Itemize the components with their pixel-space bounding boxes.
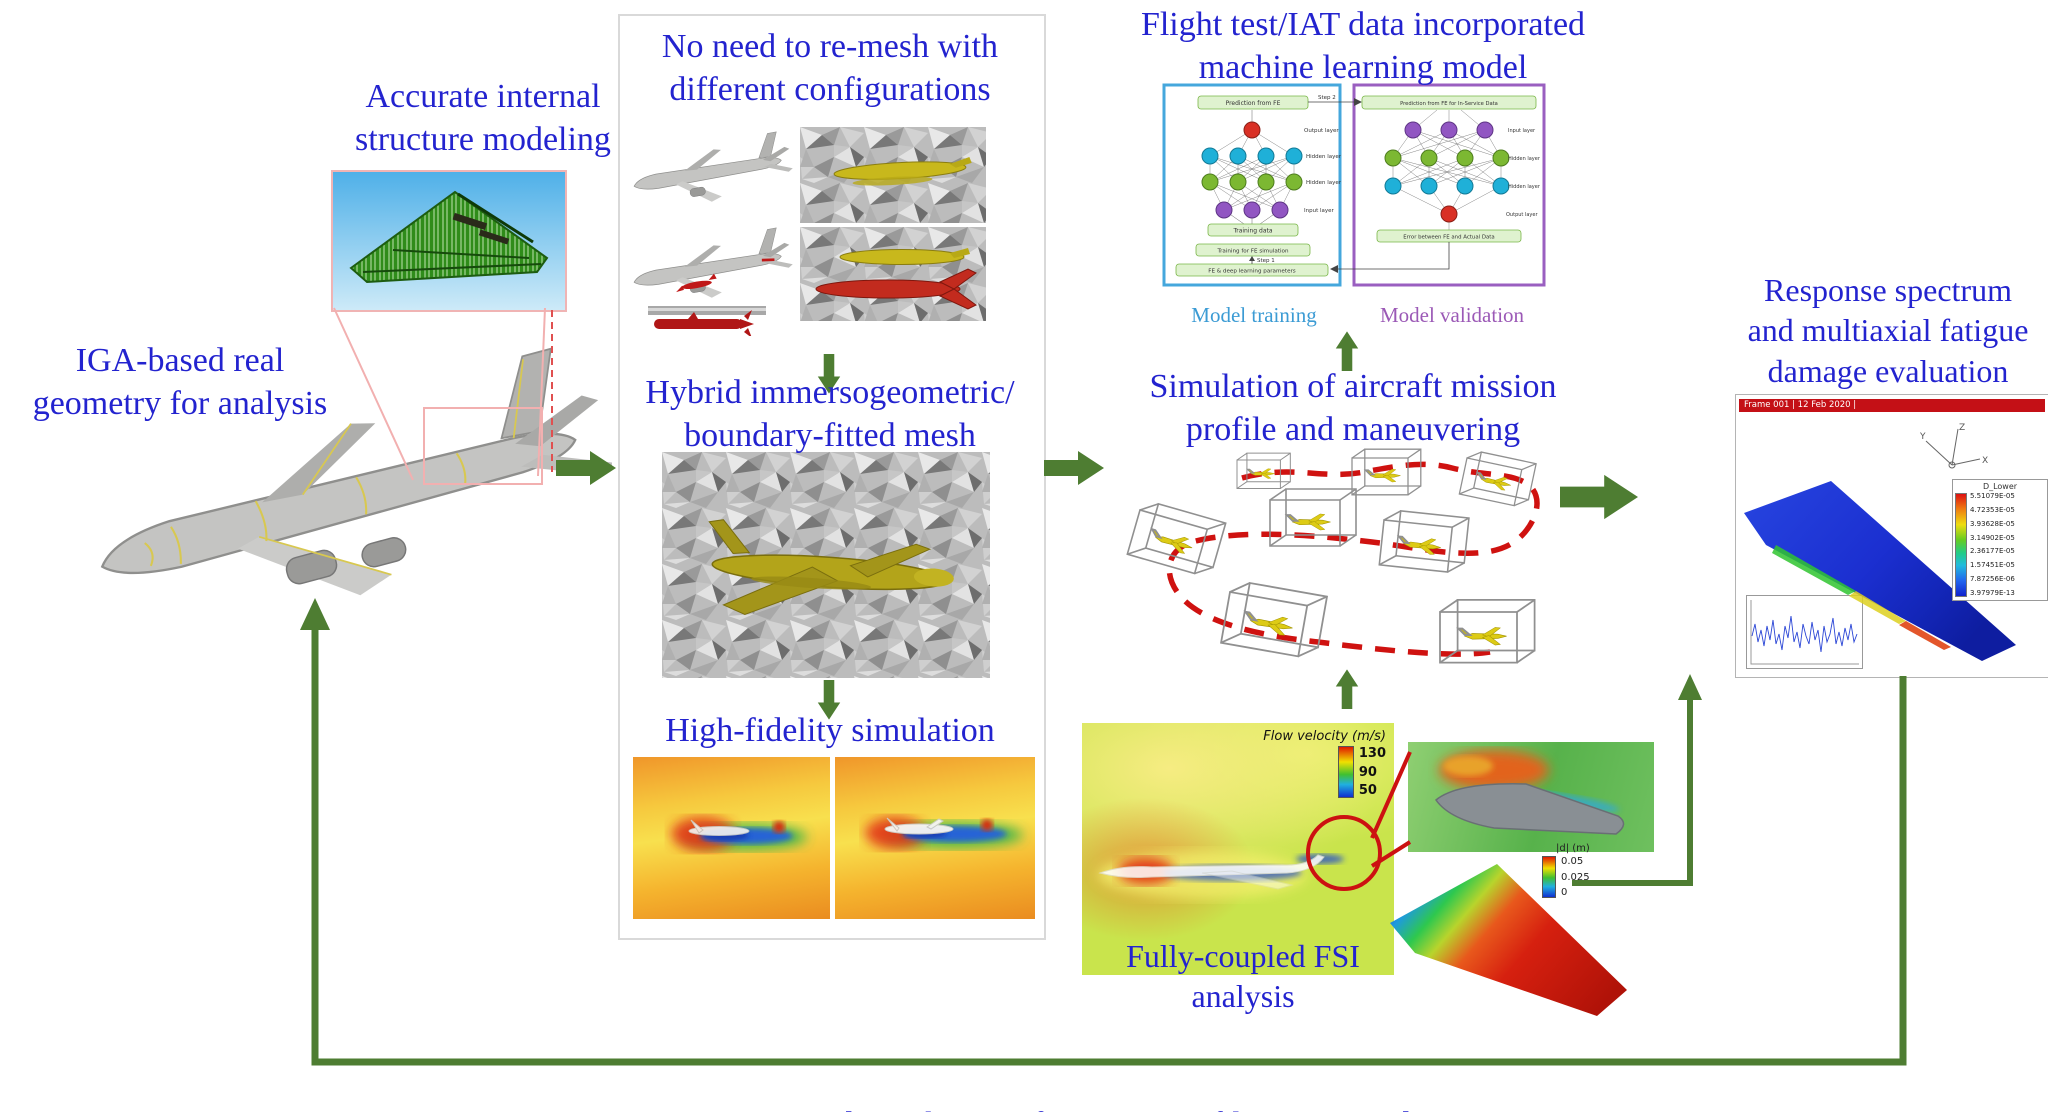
arrow-panel-to-mission — [1044, 451, 1104, 485]
svg-text:Output layer: Output layer — [1506, 212, 1538, 218]
fatigue-result-image: Frame 001 | 12 Feb 2020 | Y Z X — [1735, 394, 2048, 678]
svg-text:Error between FE and Actual Da: Error between FE and Actual Data — [1403, 235, 1494, 241]
displacement-colorbar — [1542, 856, 1556, 898]
label-ml-model: Flight test/IAT data incorporated machin… — [1140, 6, 1586, 86]
wing-displacement-contour — [1390, 864, 1627, 1016]
aircraft-configurations-graphic — [632, 129, 797, 336]
ml-diagram: Prediction from FE Training data Trainin… — [1162, 83, 1546, 287]
mesh-image-store-config — [800, 227, 986, 321]
cfd-image-1 — [633, 757, 830, 919]
wing-structure-graphic — [349, 190, 549, 284]
svg-text:Hidden layer: Hidden layer — [1306, 180, 1342, 186]
svg-text:Hidden layer: Hidden layer — [1508, 156, 1541, 162]
svg-text:Input layer: Input layer — [1304, 208, 1335, 214]
svg-text:Prediction from FE for In-Serv: Prediction from FE for In-Service Data — [1400, 101, 1498, 107]
hybrid-mesh-image — [662, 452, 990, 678]
flow-velocity-legend: Flow velocity (m/s) 130 90 50 — [1263, 729, 1386, 798]
displacement-legend: |d| (m) 0.05 0.025 0 — [1542, 843, 1590, 898]
svg-text:Step 2: Step 2 — [1318, 95, 1336, 101]
missile-closeup — [648, 306, 766, 336]
frame-title-bar: Frame 001 | 12 Feb 2020 | — [1739, 399, 2045, 412]
internal-structure-inset — [331, 170, 567, 312]
label-no-remesh: No need to re-mesh with different config… — [661, 28, 999, 108]
axis-triad-icon: Y Z X — [1919, 423, 1988, 469]
svg-text:Output layer: Output layer — [1304, 128, 1339, 134]
svg-text:Hidden layer: Hidden layer — [1306, 154, 1342, 160]
label-usage-update-line1: Usage update, change of mission profile,… — [560, 1018, 1560, 1112]
svg-text:Z: Z — [1959, 423, 1965, 433]
svg-text:Input layer: Input layer — [1508, 128, 1536, 134]
zoom-circle — [1306, 815, 1382, 891]
flow-colorbar — [1337, 746, 1354, 798]
d-lower-colorbar — [1955, 493, 1967, 597]
label-iga-geometry: IGA-based real geometry for analysis — [32, 342, 328, 422]
label-fsi-analysis: Fully-coupled FSI analysis — [1126, 938, 1360, 1015]
label-response-spectrum: Response spectrum and multiaxial fatigue… — [1747, 272, 2029, 389]
label-high-fidelity: High-fidelity simulation — [665, 712, 995, 749]
label-model-training: Model training — [1191, 303, 1317, 327]
d-lower-legend: D_Lower 5.51079E-05 4.72353E-05 3.93628E… — [1952, 479, 2048, 601]
fatigue-wing-contour — [1744, 481, 2016, 661]
training-network: Prediction from FE Training data Trainin… — [1175, 95, 1342, 277]
mission-profile-graphic — [1122, 446, 1540, 704]
label-hybrid-mesh: Hybrid immersogeometric/ boundary-fitted… — [645, 374, 1015, 454]
svg-text:Hidden layer: Hidden layer — [1508, 184, 1541, 190]
svg-text:X: X — [1982, 456, 1988, 466]
label-mission-simulation: Simulation of aircraft mission profile a… — [1149, 368, 1557, 448]
svg-text:Training data: Training data — [1232, 228, 1272, 235]
svg-text:Prediction from FE: Prediction from FE — [1226, 100, 1281, 107]
label-usage-update-line2: maintenance for life extension option — [560, 1064, 1560, 1112]
validation-network: Prediction from FE for In-Service Data E… — [1330, 95, 1541, 273]
svg-text:Y: Y — [1919, 432, 1926, 442]
label-model-validation: Model validation — [1379, 303, 1525, 327]
wing-flow-closeup-image — [1408, 742, 1654, 852]
mesh-image-clean-config — [800, 127, 986, 223]
svg-text:Step 1: Step 1 — [1257, 258, 1275, 264]
svg-text:FE & deep learning parameters: FE & deep learning parameters — [1208, 269, 1296, 275]
cfd-image-2 — [835, 757, 1035, 919]
svg-text:Training for FE simulation: Training for FE simulation — [1216, 249, 1288, 255]
label-internal-structure: Accurate internal structure modeling — [355, 78, 611, 158]
